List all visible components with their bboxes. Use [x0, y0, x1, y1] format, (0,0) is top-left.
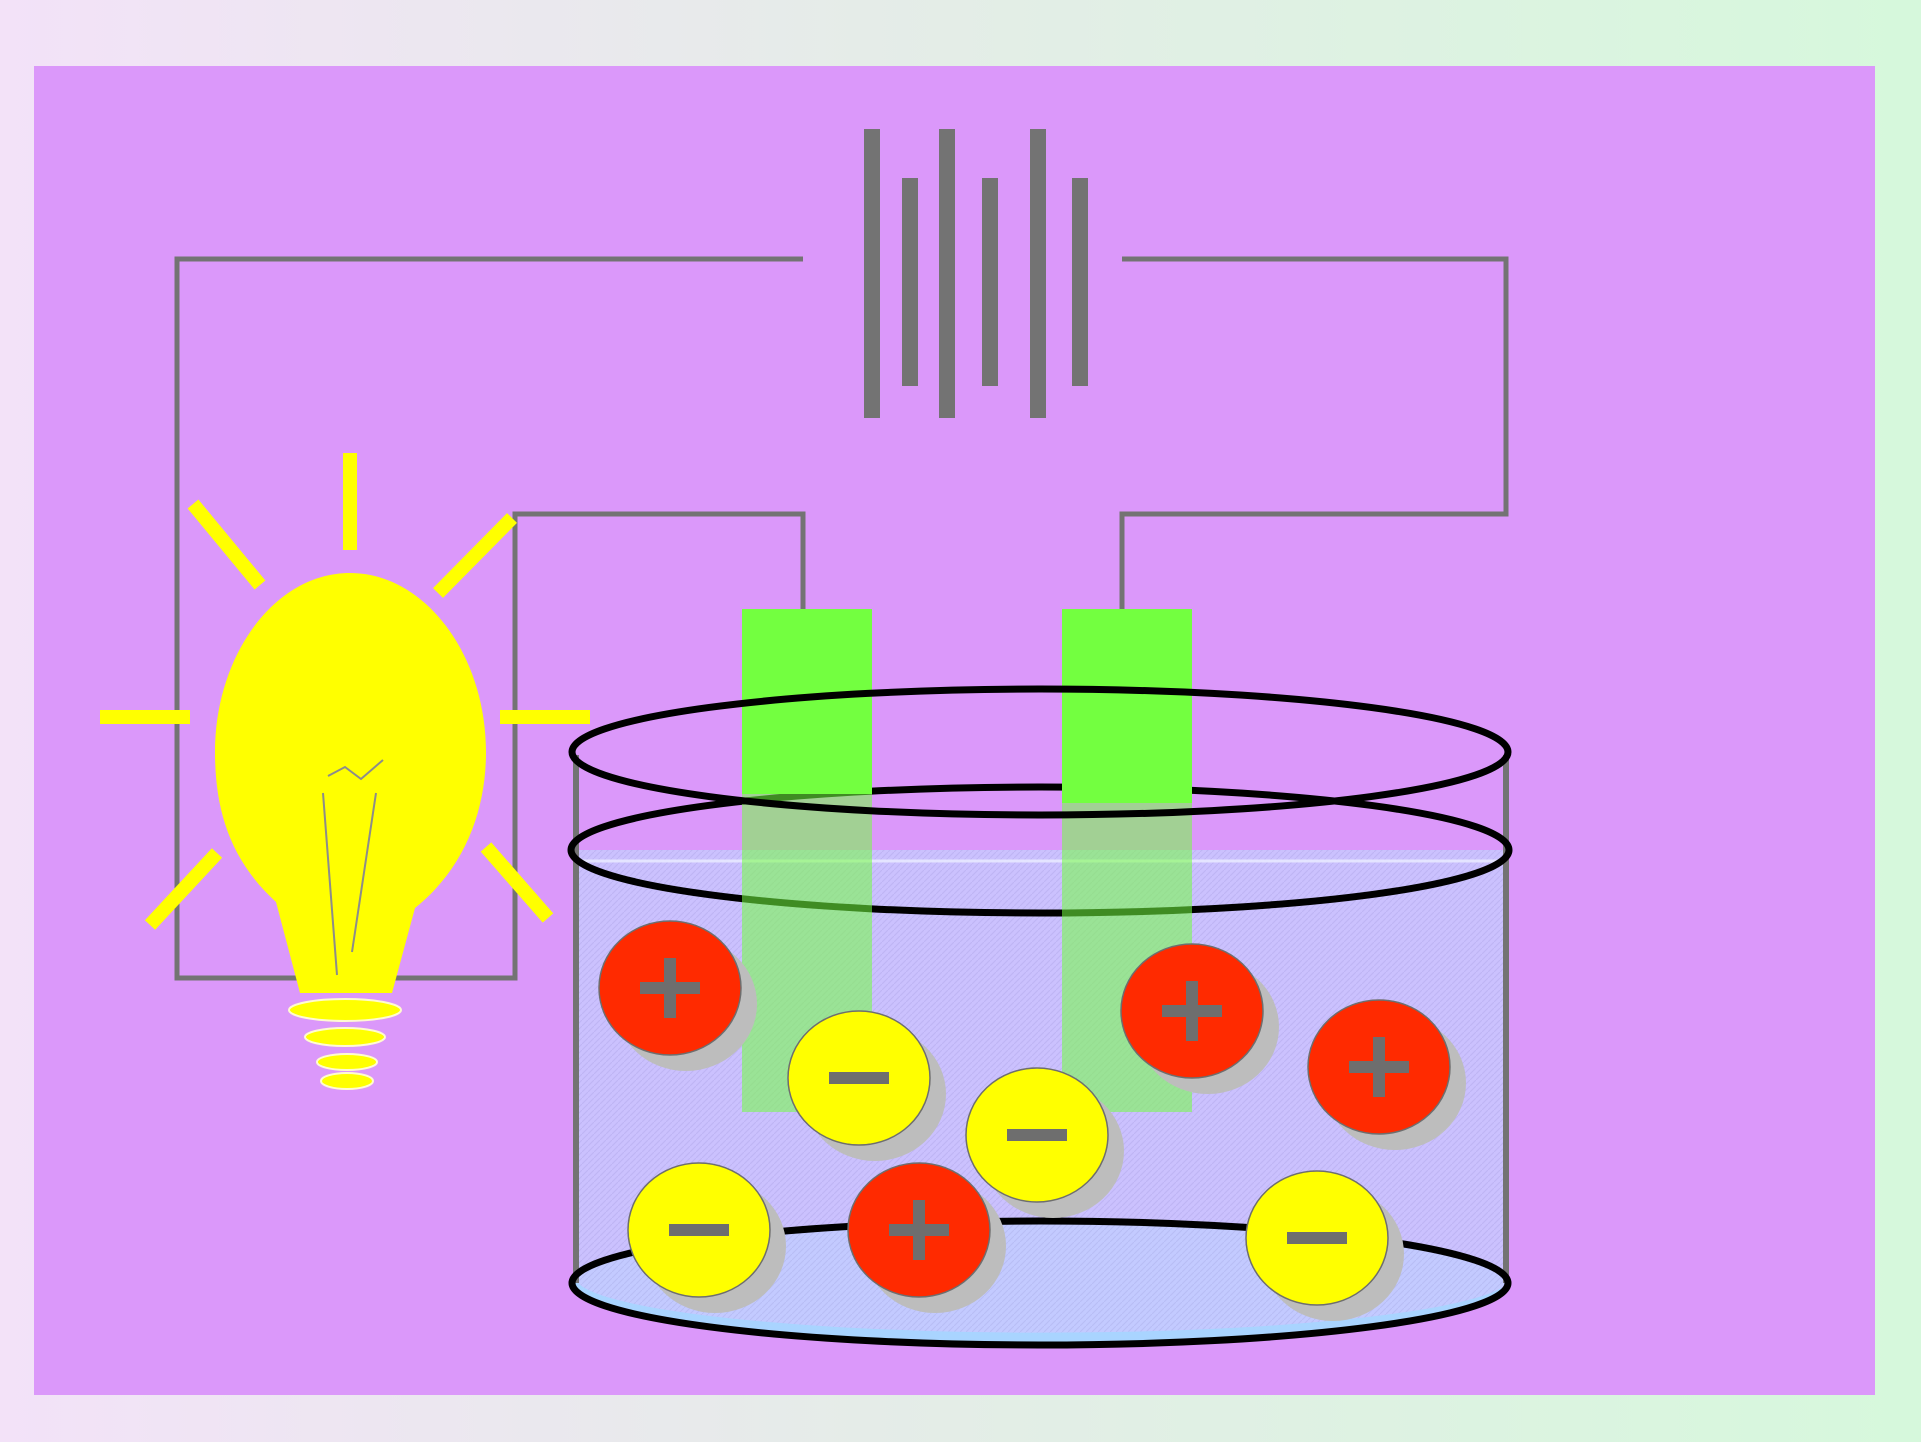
bulb-filament [322, 759, 384, 976]
bulb-base [288, 998, 402, 1090]
cation [1120, 943, 1279, 1094]
plus-sign-icon [1349, 1037, 1409, 1097]
minus-sign-icon [1007, 1129, 1067, 1141]
plus-sign-icon [640, 958, 700, 1018]
ions [598, 920, 1466, 1321]
wire-right [1119, 256, 1509, 612]
wire-left [174, 256, 806, 981]
cation [598, 920, 757, 1071]
plus-sign-icon [1162, 981, 1222, 1041]
solution-surface [567, 783, 1513, 917]
anion [965, 1067, 1124, 1218]
battery-icon [864, 129, 1088, 418]
beaker-rim [568, 685, 1512, 819]
cation [847, 1162, 1006, 1313]
bulb-glass [215, 573, 486, 993]
anion [1245, 1170, 1404, 1321]
minus-sign-icon [669, 1224, 729, 1236]
anion [627, 1162, 786, 1313]
electrode-right [1062, 609, 1192, 1112]
minus-sign-icon [829, 1072, 889, 1084]
cation [1307, 999, 1466, 1150]
light-bulb-icon [100, 453, 590, 1090]
anion [787, 1010, 946, 1161]
minus-sign-icon [1287, 1232, 1347, 1244]
circuit-wires [174, 256, 1509, 981]
plus-sign-icon [889, 1200, 949, 1260]
bulb-rays [100, 453, 590, 930]
